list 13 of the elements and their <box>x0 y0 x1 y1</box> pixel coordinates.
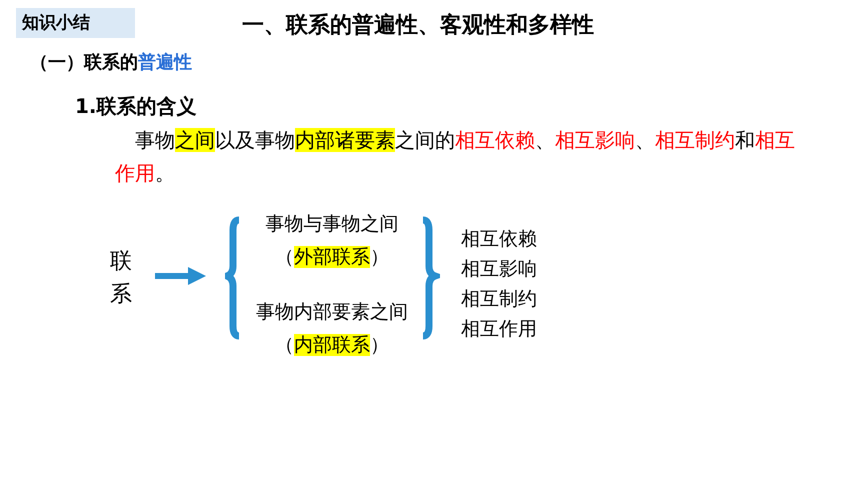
section-badge: 知识小结 <box>16 8 135 38</box>
list-item: 相互依赖 <box>461 227 537 252</box>
paragraph: 事物之间以及事物内部诸要素之间的相互依赖、相互影响、相互制约和相互作用。 <box>115 127 796 187</box>
section-heading: （一）联系的普遍性 <box>30 51 192 74</box>
list-item: 相互作用 <box>461 317 537 342</box>
subheading: 1.联系的含义 <box>75 93 197 120</box>
term-text: 联系 <box>110 245 136 311</box>
node-text: 事物与事物之间（外部联系） <box>264 212 400 270</box>
title: 一、联系的普遍性、客观性和多样性 <box>242 12 594 40</box>
node-text: 事物内部要素之间（内部联系） <box>255 300 409 358</box>
list-item: 相互影响 <box>461 257 537 282</box>
arrow <box>155 267 206 285</box>
list-item: 相互制约 <box>461 287 537 312</box>
